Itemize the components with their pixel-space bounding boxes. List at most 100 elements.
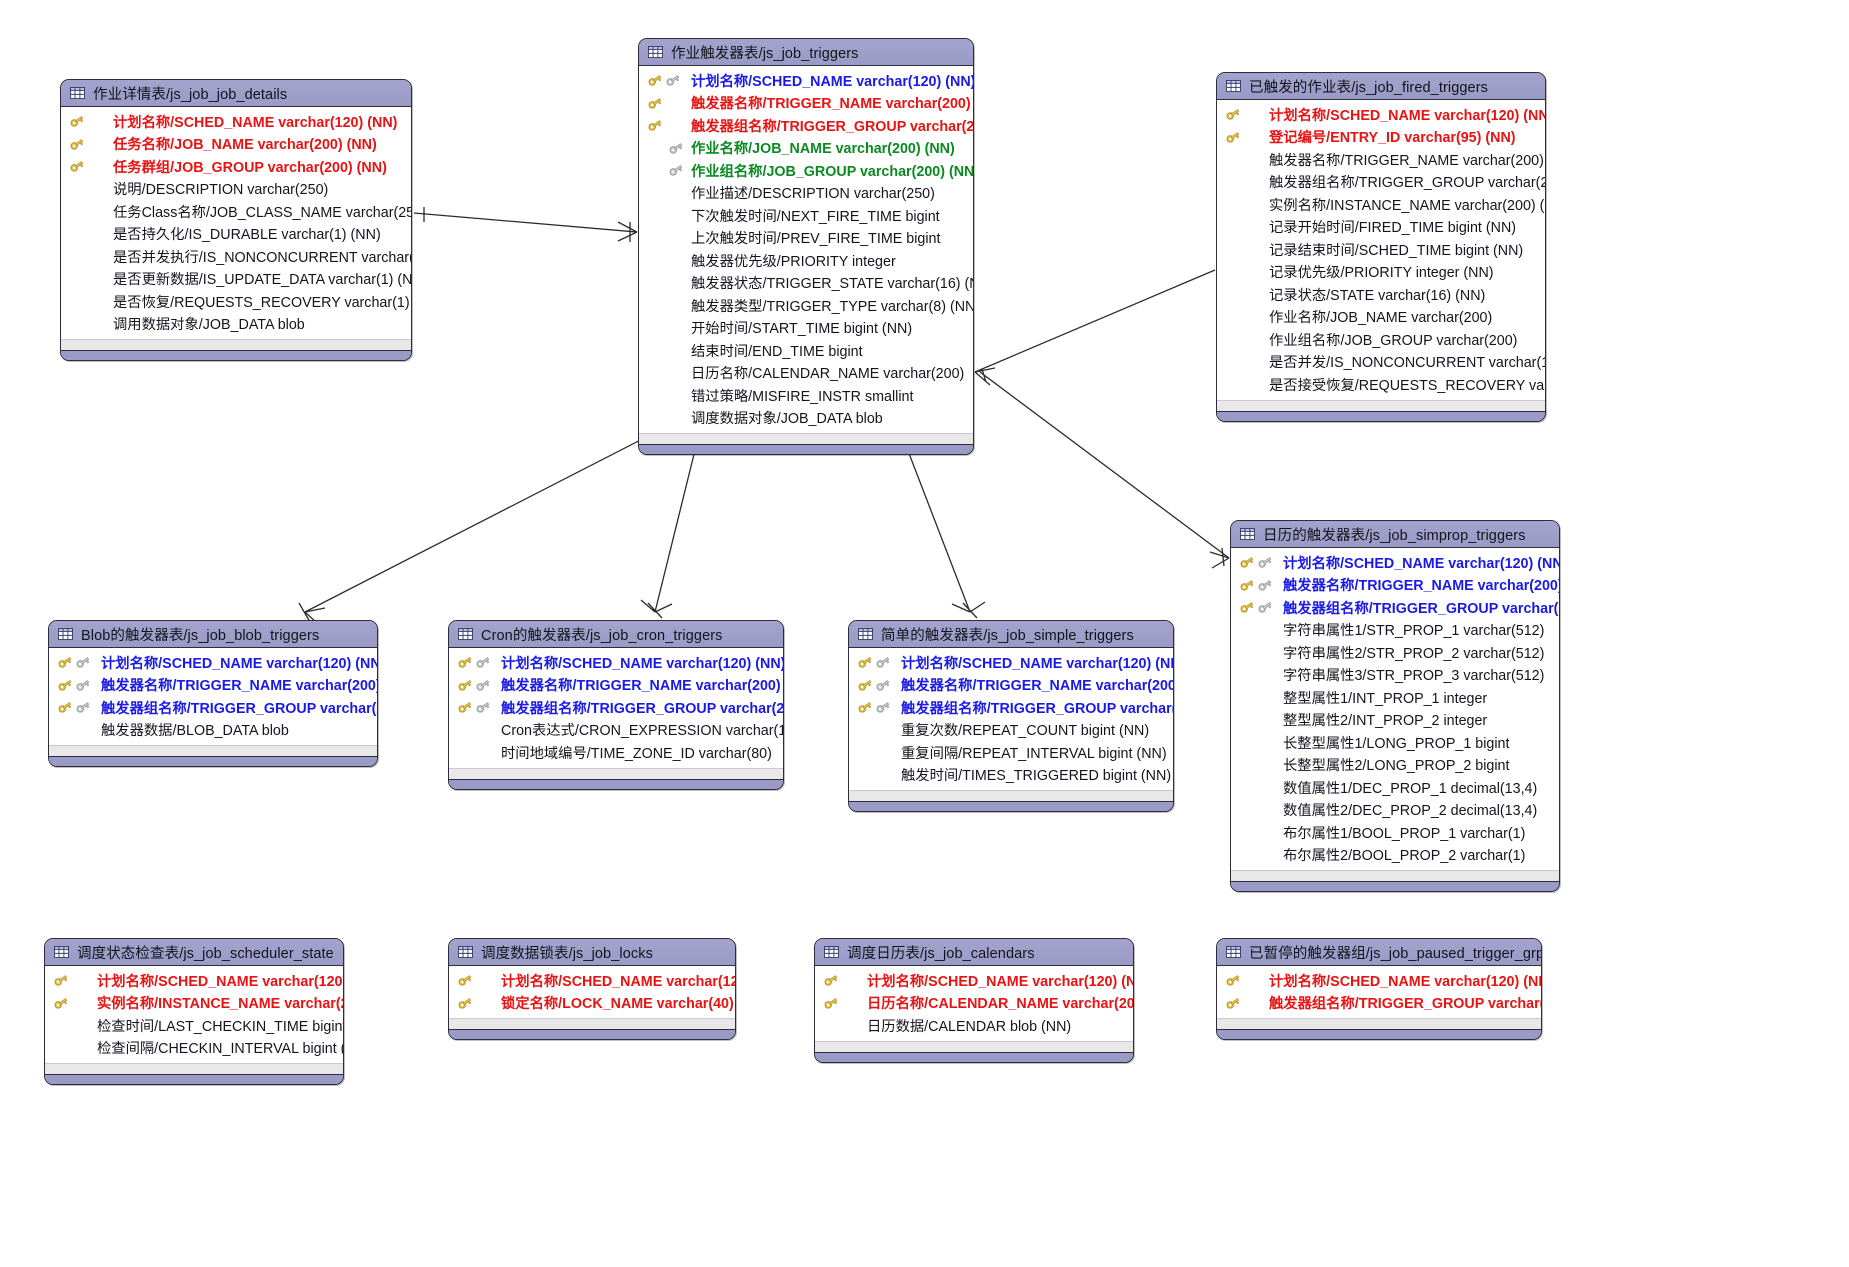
column-row[interactable]: 字符串属性2/STR_PROP_2 varchar(512) <box>1231 641 1559 664</box>
column-row[interactable]: 计划名称/SCHED_NAME varchar(120) (NN) <box>449 969 735 992</box>
column-row[interactable]: 计划名称/SCHED_NAME varchar(120) (NN) <box>45 969 343 992</box>
column-row[interactable]: 记录状态/STATE varchar(16) (NN) <box>1217 283 1545 306</box>
column-row[interactable]: 作业组名称/JOB_GROUP varchar(200) (NN) <box>639 159 973 182</box>
entity-header-simprop_triggers[interactable]: 日历的触发器表/js_job_simprop_triggers <box>1231 521 1559 548</box>
column-row[interactable]: 作业描述/DESCRIPTION varchar(250) <box>639 182 973 205</box>
column-row[interactable]: 计划名称/SCHED_NAME varchar(120) (NN) <box>815 969 1133 992</box>
column-row[interactable]: 触发器状态/TRIGGER_STATE varchar(16) (NN) <box>639 272 973 295</box>
column-row[interactable]: 开始时间/START_TIME bigint (NN) <box>639 317 973 340</box>
column-row[interactable]: 检查时间/LAST_CHECKIN_TIME bigint (NN) <box>45 1014 343 1037</box>
column-row[interactable]: 触发器组名称/TRIGGER_GROUP varchar(200) (NN) <box>1231 596 1559 619</box>
entity-fired_triggers[interactable]: 已触发的作业表/js_job_fired_triggers 计划名称/SCHED_… <box>1216 72 1546 422</box>
column-row[interactable]: Cron表达式/CRON_EXPRESSION varchar(120) (NN… <box>449 719 783 742</box>
column-row[interactable]: 检查间隔/CHECKIN_INTERVAL bigint (NN) <box>45 1037 343 1060</box>
entity-calendars[interactable]: 调度日历表/js_job_calendars 计划名称/SCHED_NAME va… <box>814 938 1134 1063</box>
column-row[interactable]: 调用数据对象/JOB_DATA blob <box>61 313 411 336</box>
entity-header-simple_triggers[interactable]: 简单的触发器表/js_job_simple_triggers <box>849 621 1173 648</box>
column-row[interactable]: 触发器组名称/TRIGGER_GROUP varchar(200) (NN) <box>849 696 1173 719</box>
column-row[interactable]: 日历名称/CALENDAR_NAME varchar(200) (NN) <box>815 992 1133 1015</box>
entity-header-blob_triggers[interactable]: Blob的触发器表/js_job_blob_triggers <box>49 621 377 648</box>
column-row[interactable]: 上次触发时间/PREV_FIRE_TIME bigint <box>639 227 973 250</box>
column-row[interactable]: 触发器优先级/PRIORITY integer <box>639 249 973 272</box>
entity-blob_triggers[interactable]: Blob的触发器表/js_job_blob_triggers 计划名称/SCHED… <box>48 620 378 767</box>
column-row[interactable]: 说明/DESCRIPTION varchar(250) <box>61 178 411 201</box>
column-row[interactable]: 计划名称/SCHED_NAME varchar(120) (NN) <box>61 110 411 133</box>
column-row[interactable]: 触发器组名称/TRIGGER_GROUP varchar(200) (NN) <box>49 696 377 719</box>
column-row[interactable]: 布尔属性1/BOOL_PROP_1 varchar(1) <box>1231 821 1559 844</box>
entity-header-paused_trigger_grps[interactable]: 已暂停的触发器组/js_job_paused_trigger_grps <box>1217 939 1541 966</box>
column-row[interactable]: 时间地域编号/TIME_ZONE_ID varchar(80) <box>449 741 783 764</box>
column-row[interactable]: 长整型属性2/LONG_PROP_2 bigint <box>1231 754 1559 777</box>
column-row[interactable]: 调度数据对象/JOB_DATA blob <box>639 407 973 430</box>
entity-simprop_triggers[interactable]: 日历的触发器表/js_job_simprop_triggers 计划名称/SCHE… <box>1230 520 1560 892</box>
column-row[interactable]: 是否恢复/REQUESTS_RECOVERY varchar(1) (NN) <box>61 290 411 313</box>
column-row[interactable]: 是否接受恢复/REQUESTS_RECOVERY varchar(1) <box>1217 373 1545 396</box>
column-row[interactable]: 触发器组名称/TRIGGER_GROUP varchar(200) (NN) <box>1217 171 1545 194</box>
column-row[interactable]: 作业名称/JOB_NAME varchar(200) <box>1217 306 1545 329</box>
column-row[interactable]: 实例名称/INSTANCE_NAME varchar(200) (NN) <box>45 992 343 1015</box>
entity-header-triggers[interactable]: 作业触发器表/js_job_triggers <box>639 39 973 66</box>
entity-header-calendars[interactable]: 调度日历表/js_job_calendars <box>815 939 1133 966</box>
column-row[interactable]: 字符串属性1/STR_PROP_1 varchar(512) <box>1231 619 1559 642</box>
column-row[interactable]: 触发时间/TIMES_TRIGGERED bigint (NN) <box>849 764 1173 787</box>
column-row[interactable]: 布尔属性2/BOOL_PROP_2 varchar(1) <box>1231 844 1559 867</box>
column-row[interactable]: 计划名称/SCHED_NAME varchar(120) (NN) <box>49 651 377 674</box>
column-row[interactable]: 触发器名称/TRIGGER_NAME varchar(200) (NN) <box>49 674 377 697</box>
column-row[interactable]: 作业组名称/JOB_GROUP varchar(200) <box>1217 328 1545 351</box>
entity-simple_triggers[interactable]: 简单的触发器表/js_job_simple_triggers 计划名称/SCHED… <box>848 620 1174 812</box>
column-row[interactable]: 计划名称/SCHED_NAME varchar(120) (NN) <box>1217 969 1541 992</box>
column-row[interactable]: 计划名称/SCHED_NAME varchar(120) (NN) <box>639 69 973 92</box>
column-row[interactable]: 触发器名称/TRIGGER_NAME varchar(200) (NN) <box>849 674 1173 697</box>
column-row[interactable]: 任务名称/JOB_NAME varchar(200) (NN) <box>61 133 411 156</box>
entity-paused_trigger_grps[interactable]: 已暂停的触发器组/js_job_paused_trigger_grps 计划名称/… <box>1216 938 1542 1040</box>
column-row[interactable]: 计划名称/SCHED_NAME varchar(120) (NN) <box>449 651 783 674</box>
column-row[interactable]: 记录优先级/PRIORITY integer (NN) <box>1217 261 1545 284</box>
entity-header-scheduler_state[interactable]: 调度状态检查表/js_job_scheduler_state <box>45 939 343 966</box>
column-row[interactable]: 计划名称/SCHED_NAME varchar(120) (NN) <box>1217 103 1545 126</box>
column-row[interactable]: 任务群组/JOB_GROUP varchar(200) (NN) <box>61 155 411 178</box>
column-row[interactable]: 长整型属性1/LONG_PROP_1 bigint <box>1231 731 1559 754</box>
column-row[interactable]: 触发器类型/TRIGGER_TYPE varchar(8) (NN) <box>639 294 973 317</box>
column-row[interactable]: 是否并发/IS_NONCONCURRENT varchar(1) <box>1217 351 1545 374</box>
column-row[interactable]: 重复间隔/REPEAT_INTERVAL bigint (NN) <box>849 741 1173 764</box>
column-row[interactable]: 记录开始时间/FIRED_TIME bigint (NN) <box>1217 216 1545 239</box>
column-row[interactable]: 触发器组名称/TRIGGER_GROUP varchar(200) (NN) <box>639 114 973 137</box>
column-row[interactable]: 是否并发执行/IS_NONCONCURRENT varchar(1) (NN) <box>61 245 411 268</box>
column-row[interactable]: 下次触发时间/NEXT_FIRE_TIME bigint <box>639 204 973 227</box>
column-row[interactable]: 任务Class名称/JOB_CLASS_NAME varchar(250) (N… <box>61 200 411 223</box>
column-row[interactable]: 日历名称/CALENDAR_NAME varchar(200) <box>639 362 973 385</box>
column-row[interactable]: 实例名称/INSTANCE_NAME varchar(200) (NN) <box>1217 193 1545 216</box>
column-row[interactable]: 触发器名称/TRIGGER_NAME varchar(200) (NN) <box>1217 148 1545 171</box>
entity-job_details[interactable]: 作业详情表/js_job_job_details 计划名称/SCHED_NAME … <box>60 79 412 361</box>
column-row[interactable]: 触发器组名称/TRIGGER_GROUP varchar(200) (NN) <box>1217 992 1541 1015</box>
column-row[interactable]: 是否持久化/IS_DURABLE varchar(1) (NN) <box>61 223 411 246</box>
column-row[interactable]: 整型属性2/INT_PROP_2 integer <box>1231 709 1559 732</box>
column-row[interactable]: 作业名称/JOB_NAME varchar(200) (NN) <box>639 137 973 160</box>
column-row[interactable]: 字符串属性3/STR_PROP_3 varchar(512) <box>1231 664 1559 687</box>
entity-header-cron_triggers[interactable]: Cron的触发器表/js_job_cron_triggers <box>449 621 783 648</box>
column-row[interactable]: 是否更新数据/IS_UPDATE_DATA varchar(1) (NN) <box>61 268 411 291</box>
column-row[interactable]: 登记编号/ENTRY_ID varchar(95) (NN) <box>1217 126 1545 149</box>
entity-scheduler_state[interactable]: 调度状态检查表/js_job_scheduler_state 计划名称/SCHED… <box>44 938 344 1085</box>
entity-triggers[interactable]: 作业触发器表/js_job_triggers 计划名称/SCHED_NAME va… <box>638 38 974 455</box>
entity-cron_triggers[interactable]: Cron的触发器表/js_job_cron_triggers 计划名称/SCHED… <box>448 620 784 790</box>
entity-header-fired_triggers[interactable]: 已触发的作业表/js_job_fired_triggers <box>1217 73 1545 100</box>
column-row[interactable]: 触发器名称/TRIGGER_NAME varchar(200) (NN) <box>639 92 973 115</box>
column-row[interactable]: 数值属性2/DEC_PROP_2 decimal(13,4) <box>1231 799 1559 822</box>
column-row[interactable]: 计划名称/SCHED_NAME varchar(120) (NN) <box>1231 551 1559 574</box>
column-row[interactable]: 触发器数据/BLOB_DATA blob <box>49 719 377 742</box>
entity-header-locks[interactable]: 调度数据锁表/js_job_locks <box>449 939 735 966</box>
column-row[interactable]: 错过策略/MISFIRE_INSTR smallint <box>639 384 973 407</box>
column-row[interactable]: 数值属性1/DEC_PROP_1 decimal(13,4) <box>1231 776 1559 799</box>
column-row[interactable]: 结束时间/END_TIME bigint <box>639 339 973 362</box>
column-row[interactable]: 日历数据/CALENDAR blob (NN) <box>815 1014 1133 1037</box>
column-row[interactable]: 整型属性1/INT_PROP_1 integer <box>1231 686 1559 709</box>
column-row[interactable]: 锁定名称/LOCK_NAME varchar(40) (NN) <box>449 992 735 1015</box>
column-row[interactable]: 计划名称/SCHED_NAME varchar(120) (NN) <box>849 651 1173 674</box>
column-row[interactable]: 记录结束时间/SCHED_TIME bigint (NN) <box>1217 238 1545 261</box>
column-row[interactable]: 触发器名称/TRIGGER_NAME varchar(200) (NN) <box>449 674 783 697</box>
entity-header-job_details[interactable]: 作业详情表/js_job_job_details <box>61 80 411 107</box>
column-row[interactable]: 触发器名称/TRIGGER_NAME varchar(200) (NN) <box>1231 574 1559 597</box>
entity-locks[interactable]: 调度数据锁表/js_job_locks 计划名称/SCHED_NAME varch… <box>448 938 736 1040</box>
column-row[interactable]: 重复次数/REPEAT_COUNT bigint (NN) <box>849 719 1173 742</box>
